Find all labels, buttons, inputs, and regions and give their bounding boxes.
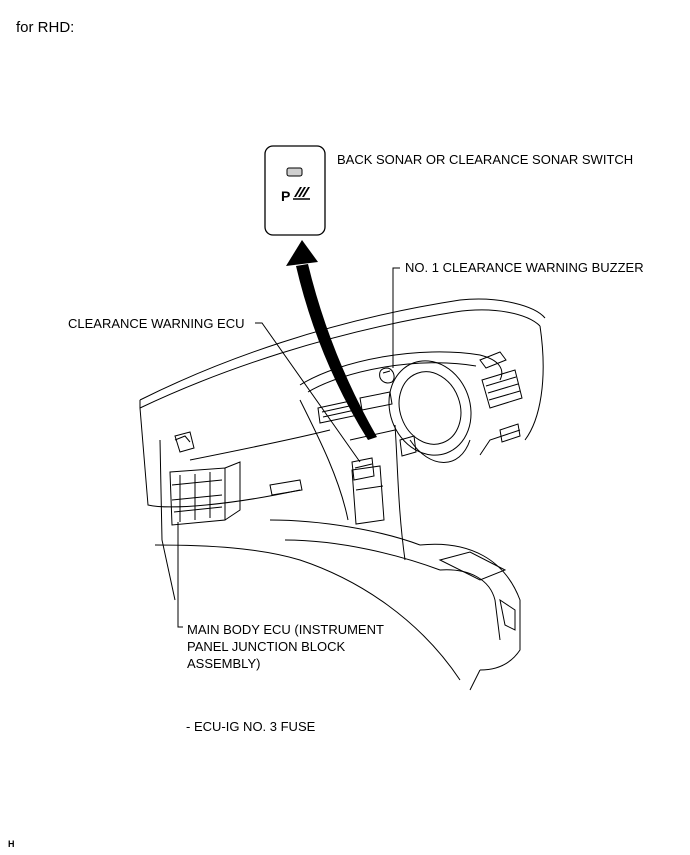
main-body-ecu-label: MAIN BODY ECU (INSTRUMENT PANEL JUNCTION… (187, 621, 384, 672)
dashboard-drawing (139, 298, 546, 691)
switch-symbol: P (281, 188, 290, 204)
sonar-switch-closeup: P (264, 145, 326, 236)
arrow-to-switch (286, 240, 377, 440)
footer-code: H (8, 839, 15, 849)
leader-lines (177, 267, 400, 628)
fuse-label: - ECU-IG NO. 3 FUSE (186, 719, 316, 734)
main-body-ecu-leader (177, 522, 183, 628)
sonar-switch-label: BACK SONAR OR CLEARANCE SONAR SWITCH (337, 152, 634, 167)
main-body-ecu-label-line: ASSEMBLY) (187, 656, 261, 671)
clearance-ecu-label: CLEARANCE WARNING ECU (68, 316, 245, 331)
buzzer-label: NO. 1 CLEARANCE WARNING BUZZER (405, 260, 644, 275)
buzzer-leader (392, 267, 400, 368)
page-heading: for RHD: (16, 19, 75, 36)
main-body-ecu-label-line: MAIN BODY ECU (INSTRUMENT (187, 622, 384, 637)
main-body-ecu-label-line: PANEL JUNCTION BLOCK (187, 639, 346, 654)
ecu-leader (255, 322, 361, 463)
sonar-wave-icon (293, 187, 310, 200)
